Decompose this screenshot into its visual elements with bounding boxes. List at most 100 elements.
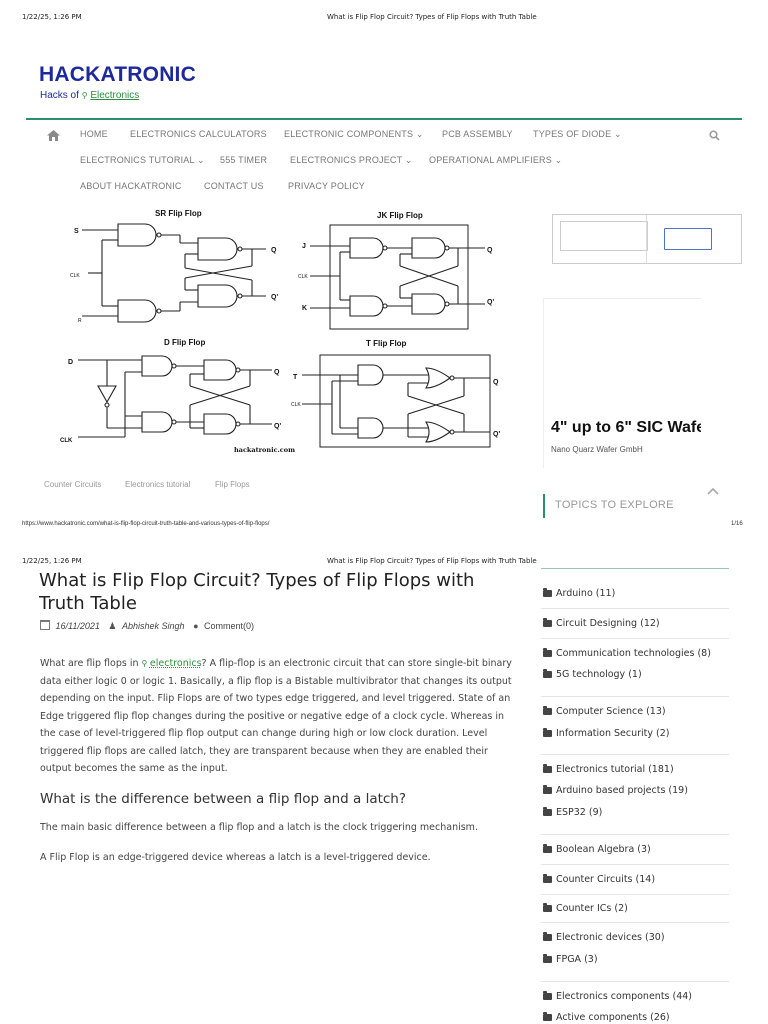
folder-icon	[543, 807, 552, 816]
category-label[interactable]: Arduino (11)	[556, 588, 616, 599]
category-item[interactable]: FPGA (3)	[543, 954, 598, 965]
t-title: T Flip Flop	[366, 339, 407, 348]
folder-icon	[543, 954, 552, 963]
search-icon[interactable]	[709, 128, 720, 146]
nav-types-of-diode[interactable]: TYPES OF DIODE ⌄	[533, 129, 622, 139]
sidebar-widget-button[interactable]	[664, 228, 712, 250]
topics-label: TOPICS TO EXPLORE	[555, 499, 674, 511]
nav-pcb-assembly[interactable]: PCB ASSEMBLY	[442, 129, 513, 139]
sr-label-r: R	[78, 318, 82, 324]
p1-pre: What are flip flops in	[40, 658, 142, 669]
comment-icon: ●	[193, 621, 199, 631]
ad-subtitle[interactable]: Nano Quarz Wafer GmbH	[551, 445, 643, 454]
category-item[interactable]: Communication technologies (8)	[543, 648, 711, 659]
nav-about[interactable]: ABOUT HACKATRONIC	[80, 181, 182, 191]
flip-flop-diagram: SR Flip Flop S CLK R Q Q' JK Flip Flop J…	[60, 209, 500, 454]
article-paragraph-1: What are flip flops in ⚲ electronics? A …	[40, 655, 522, 778]
print-doc-title: What is Flip Flop Circuit? Types of Flip…	[327, 13, 537, 21]
nav-electronic-components[interactable]: ELECTRONIC COMPONENTS ⌄	[284, 129, 424, 139]
nav-home[interactable]: HOME	[80, 129, 108, 139]
t-label-t: T	[293, 374, 298, 381]
print-datetime: 1/22/25, 1:26 PM	[22, 13, 82, 21]
category-item[interactable]: Counter Circuits (14)	[543, 874, 655, 885]
category-item[interactable]: 5G technology (1)	[543, 669, 642, 680]
category-separator	[541, 981, 729, 982]
d-label-qbar: Q'	[274, 423, 281, 430]
jk-label-qbar: Q'	[487, 299, 494, 306]
topics-to-explore: TOPICS TO EXPLORE	[543, 494, 731, 518]
category-item[interactable]: Arduino based projects (19)	[543, 785, 688, 796]
tagline-prefix: Hacks of	[40, 90, 79, 101]
chevron-up-icon[interactable]	[707, 482, 719, 500]
tag-counter-circuits[interactable]: Counter Circuits	[44, 480, 102, 489]
tag-electronics-tutorial[interactable]: Electronics tutorial	[125, 480, 191, 489]
nav-operational-amplifiers[interactable]: OPERATIONAL AMPLIFIERS ⌄	[429, 155, 563, 165]
ad-top-border	[543, 298, 701, 299]
d-title: D Flip Flop	[164, 338, 205, 347]
home-icon[interactable]	[47, 128, 60, 146]
section-heading: What is the difference between a flip fl…	[40, 791, 407, 807]
p1-post: ? A flip-flop is an electronic circuit t…	[40, 658, 512, 774]
category-item[interactable]: Counter ICs (2)	[543, 903, 628, 914]
folder-icon	[543, 706, 552, 715]
category-item[interactable]: ESP32 (9)	[543, 807, 602, 818]
t-label-qbar: Q'	[493, 431, 500, 438]
sr-label-qbar: Q'	[271, 294, 278, 301]
category-label[interactable]: Circuit Designing (12)	[556, 618, 660, 629]
nav-contact[interactable]: CONTACT US	[204, 181, 264, 191]
tag-flip-flops[interactable]: Flip Flops	[215, 480, 250, 489]
jk-label-clk: CLK	[298, 274, 308, 280]
d-label-q: Q	[274, 369, 280, 376]
article-meta: 16/11/2021 ♟ Abhishek Singh ● Comment(0)	[40, 620, 254, 632]
watermark: hackatronic.com	[234, 446, 295, 454]
category-item[interactable]: Active components (26)	[543, 1012, 670, 1023]
tagline-link[interactable]: Electronics	[90, 90, 140, 101]
category-label[interactable]: Counter Circuits (14)	[556, 874, 656, 885]
sidebar-widget	[552, 214, 742, 264]
category-item[interactable]: Electronics components (44)	[543, 991, 692, 1002]
category-label[interactable]: Arduino based projects (19)	[556, 785, 688, 796]
folder-icon	[543, 844, 552, 853]
t-label-clk: CLK	[291, 402, 301, 408]
sr-label-q: Q	[271, 247, 277, 254]
category-label[interactable]: Electronics tutorial (181)	[556, 764, 674, 775]
category-label[interactable]: Active components (26)	[556, 1012, 670, 1023]
jk-label-j: J	[302, 243, 306, 250]
d-label-clk: CLK	[60, 438, 73, 444]
p1-link-electronics[interactable]: electronics	[149, 658, 202, 669]
article-comments[interactable]: Comment(0)	[204, 621, 255, 631]
category-label[interactable]: Boolean Algebra (3)	[556, 844, 651, 855]
sidebar-widget-divider	[646, 215, 647, 263]
category-item[interactable]: Electronic devices (30)	[543, 932, 665, 943]
category-label[interactable]: ESP32 (9)	[556, 807, 603, 818]
category-item[interactable]: Circuit Designing (12)	[543, 618, 660, 629]
category-label[interactable]: Computer Science (13)	[556, 706, 666, 717]
category-label[interactable]: 5G technology (1)	[556, 669, 642, 680]
category-item[interactable]: Information Security (2)	[543, 728, 670, 739]
sidebar-widget-field[interactable]	[560, 221, 648, 251]
folder-icon	[543, 669, 552, 678]
category-label[interactable]: Information Security (2)	[556, 728, 670, 739]
nav-555-timer[interactable]: 555 TIMER	[220, 155, 268, 165]
site-logo[interactable]: HACKATRONIC	[39, 63, 196, 86]
category-label[interactable]: Communication technologies (8)	[556, 648, 711, 659]
category-label[interactable]: Counter ICs (2)	[556, 903, 628, 914]
nav-electronics-project[interactable]: ELECTRONICS PROJECT ⌄	[290, 155, 413, 165]
ad-title[interactable]: 4" up to 6" SIC Wafe	[551, 419, 701, 436]
nav-electronics-tutorial[interactable]: ELECTRONICS TUTORIAL ⌄	[80, 155, 205, 165]
category-item[interactable]: Computer Science (13)	[543, 706, 666, 717]
category-label[interactable]: Electronic devices (30)	[556, 932, 665, 943]
site-tagline: Hacks of ⚲ Electronics	[40, 90, 139, 101]
category-item[interactable]: Electronics tutorial (181)	[543, 764, 674, 775]
category-label[interactable]: Electronics components (44)	[556, 991, 693, 1002]
print-datetime-2: 1/22/25, 1:26 PM	[22, 557, 82, 565]
nav-electronics-calculators[interactable]: ELECTRONICS CALCULATORS	[130, 129, 267, 139]
category-item[interactable]: Boolean Algebra (3)	[543, 844, 651, 855]
category-label[interactable]: FPGA (3)	[556, 954, 598, 965]
category-separator	[541, 638, 729, 639]
d-label-d: D	[68, 359, 73, 366]
category-item[interactable]: Arduino (11)	[543, 588, 615, 599]
article-author[interactable]: Abhishek Singh	[122, 621, 185, 631]
nav-privacy[interactable]: PRIVACY POLICY	[288, 181, 365, 191]
article-date[interactable]: 16/11/2021	[55, 621, 100, 631]
